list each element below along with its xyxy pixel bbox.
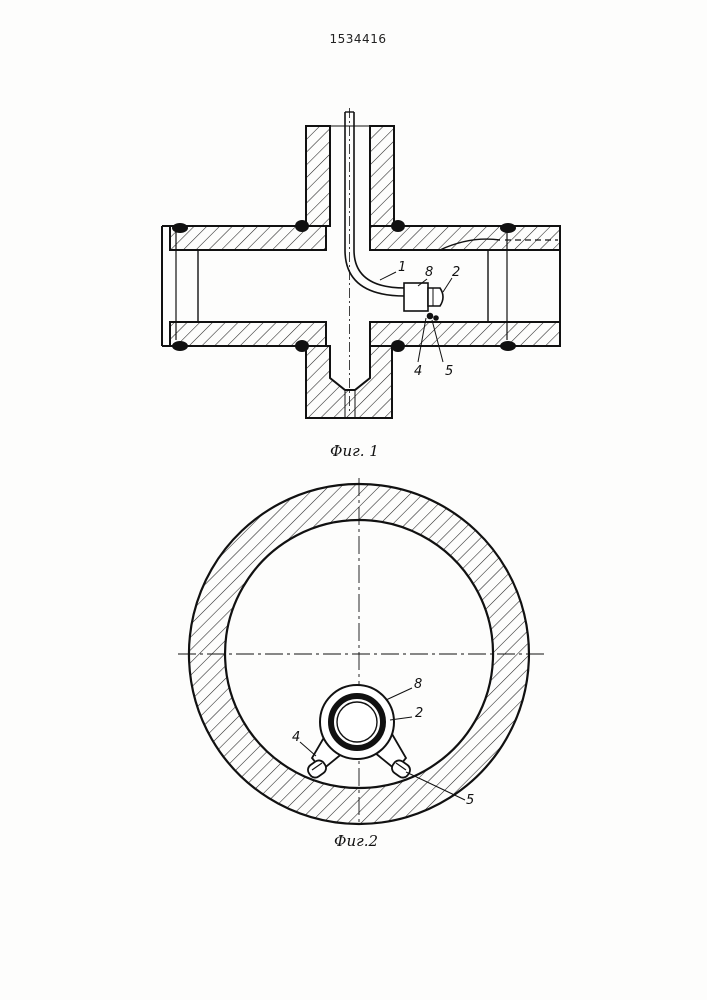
top-branch-walls (306, 126, 394, 226)
nozzle-rings (320, 685, 394, 759)
figure-2-cross-section (178, 478, 545, 824)
center-lines (178, 478, 545, 824)
fig2-callout-2: 2 (415, 706, 423, 721)
fig1-callout-4: 4 (414, 364, 422, 379)
fig1-callout-1: 1 (398, 260, 406, 275)
nozzle-assembly (404, 283, 443, 320)
figure-1-section-view (162, 108, 560, 418)
fig1-callout-8: 8 (425, 265, 433, 280)
figure-2-caption: Фиг.2 (334, 832, 378, 850)
bottom-plug (306, 346, 392, 418)
fig2-callout-5: 5 (466, 793, 474, 808)
fig2-callout-8: 8 (414, 677, 422, 692)
figure-1-caption: Фиг. 1 (330, 442, 379, 460)
fig1-callout-5: 5 (445, 364, 453, 379)
fig2-callout-4: 4 (292, 730, 300, 745)
fig1-callout-2: 2 (452, 265, 460, 280)
left-pipe-walls (162, 226, 326, 346)
right-pipe-walls (370, 226, 560, 346)
